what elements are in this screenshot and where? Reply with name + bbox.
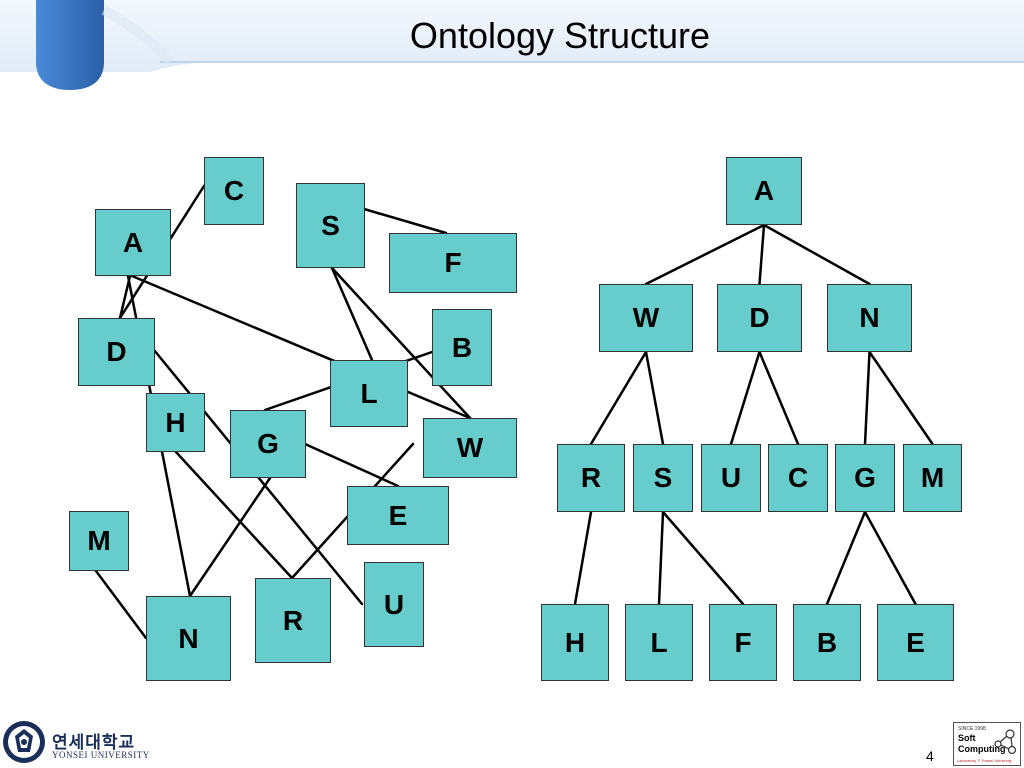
left-node-b: B — [432, 309, 492, 386]
network-icon — [994, 729, 1017, 755]
tree-node-s: S — [633, 444, 693, 512]
tree-node-w: W — [599, 284, 693, 352]
left-node-e: E — [347, 486, 449, 545]
left-node-n: N — [146, 596, 231, 681]
left-node-a: A — [95, 209, 171, 276]
left-edge-g-e — [303, 442, 400, 488]
tree-edge-a-n — [762, 223, 871, 286]
tree-edge-a-d — [758, 223, 766, 286]
yonsei-emblem-icon — [3, 721, 45, 763]
tree-node-n: N — [827, 284, 912, 352]
left-node-f: F — [389, 233, 517, 293]
left-node-l: L — [330, 360, 408, 427]
left-edge-a-w — [130, 274, 472, 420]
soft-computing-lab-logo: SINCE 1998 Soft Computing Laboratory © Y… — [953, 722, 1021, 766]
lab-logo-soft: Soft — [958, 733, 976, 743]
tree-node-g: G — [835, 444, 895, 512]
tree-edge-r-h — [573, 510, 593, 606]
left-node-h: H — [146, 393, 205, 452]
tree-edge-s-f — [661, 510, 745, 606]
left-edge-h-r — [174, 450, 294, 580]
university-name-english: YONSEI UNIVERSITY — [52, 750, 150, 760]
university-name-korean: 연세대학교 — [52, 733, 136, 753]
left-node-u: U — [364, 562, 424, 647]
tree-edge-w-r — [589, 350, 648, 446]
left-node-s: S — [296, 183, 365, 268]
left-node-g: G — [230, 410, 306, 478]
page-number: 4 — [926, 748, 934, 764]
left-node-d: D — [78, 318, 155, 386]
left-node-r: R — [255, 578, 331, 663]
tree-node-e: E — [877, 604, 954, 681]
tree-edge-g-b — [825, 510, 867, 606]
left-edge-m-n — [94, 569, 148, 640]
tree-edge-g-e — [863, 510, 917, 606]
tree-edge-w-s — [644, 350, 665, 446]
tree-node-h: H — [541, 604, 609, 681]
left-edge-s-w — [330, 266, 472, 420]
left-edge-s-l — [330, 266, 374, 362]
tree-edge-d-c — [758, 350, 800, 446]
tree-node-l: L — [625, 604, 693, 681]
tree-node-u: U — [701, 444, 761, 512]
tree-node-r: R — [557, 444, 625, 512]
lab-logo-lab: Laboratory © Yonsei University — [957, 758, 1012, 763]
page-title: Ontology Structure — [409, 15, 711, 56]
tree-edge-n-m — [868, 350, 934, 446]
tree-node-m: M — [903, 444, 962, 512]
tree-edge-a-w — [644, 223, 766, 286]
tree-node-a: A — [726, 157, 802, 225]
left-node-w: W — [423, 418, 517, 478]
tree-node-b: B — [793, 604, 861, 681]
tree-node-c: C — [768, 444, 828, 512]
header-band — [0, 0, 1024, 90]
left-node-c: C — [204, 157, 264, 225]
tree-node-d: D — [717, 284, 802, 352]
tree-edge-s-l — [657, 510, 665, 606]
left-edge-s-f — [362, 207, 448, 235]
left-node-m: M — [69, 511, 129, 571]
lab-logo-since: SINCE 1998 — [958, 726, 986, 732]
tree-edge-d-u — [729, 350, 761, 446]
left-edge-g-n — [188, 476, 272, 598]
lab-logo-computing: Computing — [958, 744, 1006, 754]
tree-edge-n-g — [863, 350, 871, 446]
tree-node-f: F — [709, 604, 777, 681]
